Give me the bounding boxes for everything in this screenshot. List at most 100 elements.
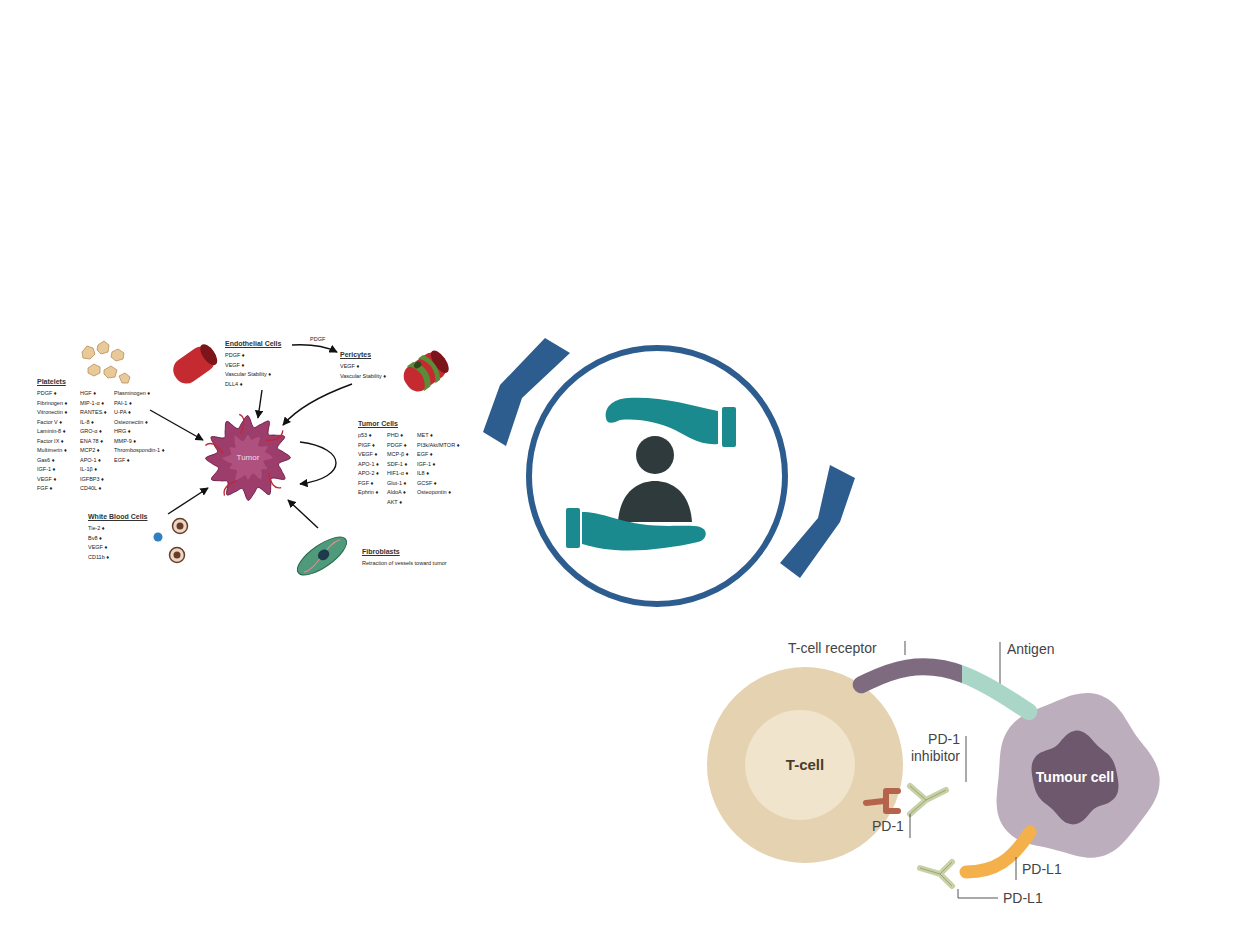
factor-label: IL-8 ♦ [80,419,94,426]
care-circle [529,348,785,604]
person-head [636,436,674,474]
factor-label: ENA 78 ♦ [80,438,103,445]
person-body [618,481,692,522]
tumour-cell: Tumour cell [985,690,1165,865]
factor-label: Factor V ♦ [37,419,62,426]
factor-label: AldoA ♦ [387,489,406,496]
fibroblast-body [292,530,352,581]
factor-label: CD11b ♦ [88,554,109,561]
vessel-wall [169,342,220,389]
factor-label: EGF ♦ [114,457,130,464]
tumor-body [205,414,290,500]
factor-label: GRO-α ♦ [80,428,102,435]
factor-label: RANTES ♦ [80,409,107,416]
factor-label: IL8 ♦ [417,470,429,477]
factor-label: Vascular Stability ♦ [340,373,386,380]
tumor-core [222,435,272,480]
white-blood-cells-picture [154,519,188,563]
tumour-cell-body [997,693,1160,858]
node-label: Tumour cell [1036,769,1114,785]
hand-cuff [722,407,736,447]
factor-label: APO-2 ♦ [358,470,379,477]
cell-type-heading: Platelets [37,378,66,386]
tumor-vessel [269,473,282,488]
factor-label: Factor IX ♦ [37,438,64,445]
lower-hand [582,512,706,551]
factor-label: MIP-1-α ♦ [80,400,104,407]
node-label: T-cell [786,756,824,773]
factor-label: Osteopontin ♦ [417,489,451,496]
cell-type-heading: Tumor Cells [358,420,398,428]
signal-arrow [288,500,318,528]
factor-label: MET ♦ [417,432,433,439]
factor-label: GCSF ♦ [417,480,437,487]
arrow-label: PDGF [310,336,325,343]
factor-label: Fibrinogen ♦ [37,400,67,407]
blood-cell-nucleus [174,552,181,559]
t-cell: T-cell [705,665,905,865]
factor-label: SDF-1 ♦ [387,461,407,468]
factor-label: Bv8 ♦ [88,535,102,542]
factor-label: PlGF ♦ [358,442,375,449]
factor-label: VEGF ♦ [225,362,244,369]
pd1-receptor [886,791,898,811]
tumor-vessel [205,443,223,453]
factor-label: FGF ♦ [358,480,373,487]
tumor-vessel [266,430,283,440]
factor-label: APO-1 ♦ [80,457,101,464]
factor-label: PDGF ♦ [225,352,245,359]
fibroblast-nucleus [316,547,332,562]
factor-label: EGF ♦ [417,451,433,458]
blood-cell-nucleus [177,523,184,530]
part-label: PD-1 inhibitor [898,731,960,765]
part-label: PD-L1 [1022,861,1062,878]
pdl1-ligand [966,832,1030,872]
factor-label: Gas6 ♦ [37,457,54,464]
factor-label: Multimerin ♦ [37,447,67,454]
factor-label: Laminin-8 ♦ [37,428,66,435]
factor-label: VEGF ♦ [88,544,107,551]
factor-label: CD40L ♦ [80,485,101,492]
factor-label: MCP2 ♦ [80,447,100,454]
platelet [97,341,109,354]
platelet [82,346,95,359]
tumor-vessel [239,414,244,433]
part-label: T-cell receptor [788,640,877,657]
factor-label: MMP-9 ♦ [114,438,136,445]
factor-label: PI3k/Akt/MTOR ♦ [417,442,459,449]
factor-label: PAI-1 ♦ [114,400,132,407]
platelets-picture [82,341,130,383]
factor-label: HGF ♦ [80,390,96,397]
factor-label: HIF1-α ♦ [387,470,408,477]
note-label: Retraction of vessels toward tumor [362,560,447,567]
leader-line [905,641,906,655]
care-icon [566,398,736,551]
factor-label: Osteonectin ♦ [114,419,148,426]
factor-label: Thrombospondin-1 ♦ [114,447,165,454]
signal-arrow [283,384,352,425]
pd1-antibody-outline [910,786,946,814]
factor-label: HRG ♦ [114,428,131,435]
t-cell-receptor-antigen [861,667,1029,712]
factor-label: PHD ♦ [387,432,403,439]
factor-label: FGF ♦ [37,485,52,492]
cell-type-heading: White Blood Cells [88,513,148,521]
cell-type-heading: Endothelial Cells [225,340,281,348]
upper-hand [606,398,718,445]
tumor-mass: Tumor [198,412,298,504]
factor-label: Glut-1 ♦ [387,480,406,487]
pericyte-nucleus [413,360,423,370]
factor-label: IGF-1 ♦ [37,466,55,473]
platelet [111,349,124,361]
pericyte-band [418,353,444,384]
factor-label: VEGF ♦ [37,476,56,483]
leader-line [966,736,967,782]
factor-label: MCP-β ♦ [387,451,409,458]
factor-label: VEGF ♦ [358,451,377,458]
factor-label: PDGF ♦ [387,442,407,449]
pd1-antibody [910,786,946,814]
vessel-lumen [197,341,221,368]
